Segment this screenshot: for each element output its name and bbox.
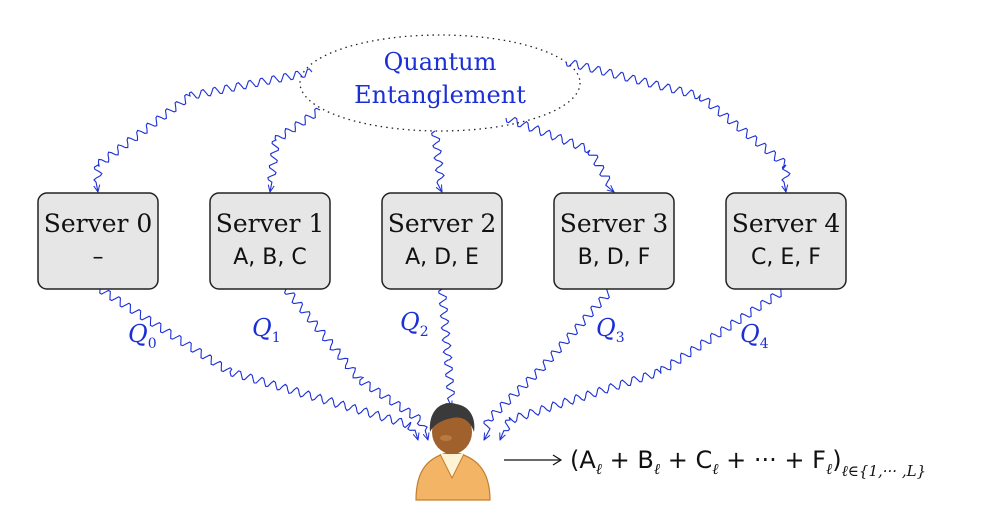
- query-label-4: Q4: [740, 320, 769, 352]
- server-messages: A, D, E: [405, 245, 479, 270]
- server-box-3[interactable]: Server 3 B, D, F: [553, 192, 675, 290]
- entanglement-link-4: [565, 59, 791, 192]
- server-box-2[interactable]: Server 2 A, D, E: [381, 192, 503, 290]
- server-box-4[interactable]: Server 4 C, E, F: [725, 192, 847, 290]
- query-link-1: [283, 288, 428, 440]
- entanglement-link-3: [505, 116, 614, 193]
- query-link-0: [99, 288, 418, 440]
- server-messages: –: [93, 245, 104, 270]
- server-messages: B, D, F: [578, 245, 651, 270]
- server-title: Server 2: [388, 209, 497, 238]
- server-box-1[interactable]: Server 1 A, B, C: [209, 192, 331, 290]
- server-messages: A, B, C: [233, 245, 306, 270]
- entanglement-label-line2: Entanglement: [354, 81, 526, 109]
- entanglement-node: Quantum Entanglement: [299, 34, 581, 132]
- query-label-2: Q2: [400, 308, 429, 340]
- query-label-1: Q1: [252, 314, 281, 346]
- entanglement-link-0: [93, 68, 313, 192]
- server-messages: C, E, F: [751, 245, 821, 270]
- query-link-4: [500, 286, 787, 440]
- server-row: Server 0 – Server 1 A, B, C Server 2 A, …: [37, 192, 847, 290]
- server-title: Server 4: [732, 209, 841, 238]
- result-expression: (Aℓ + Bℓ + Cℓ + ··· + Fℓ)ℓ∈{1,··· ,L}: [570, 446, 926, 480]
- query-link-2: [438, 288, 455, 408]
- query-labels: Q0 Q1 Q2 Q3 Q4: [128, 308, 769, 352]
- query-label-0: Q0: [128, 320, 157, 352]
- entanglement-label-line1: Quantum: [384, 48, 497, 76]
- entanglement-link-1: [267, 107, 321, 192]
- server-box-0[interactable]: Server 0 –: [37, 192, 159, 290]
- quantum-links: [93, 59, 791, 440]
- server-title: Server 3: [560, 209, 669, 238]
- query-label-3: Q3: [596, 314, 625, 346]
- user-avatar-icon[interactable]: [415, 403, 491, 501]
- server-title: Server 1: [216, 209, 325, 238]
- entanglement-link-2: [431, 130, 445, 192]
- server-title: Server 0: [44, 209, 153, 238]
- query-link-3: [484, 287, 613, 440]
- result-output: (Aℓ + Bℓ + Cℓ + ··· + Fℓ)ℓ∈{1,··· ,L}: [504, 446, 926, 480]
